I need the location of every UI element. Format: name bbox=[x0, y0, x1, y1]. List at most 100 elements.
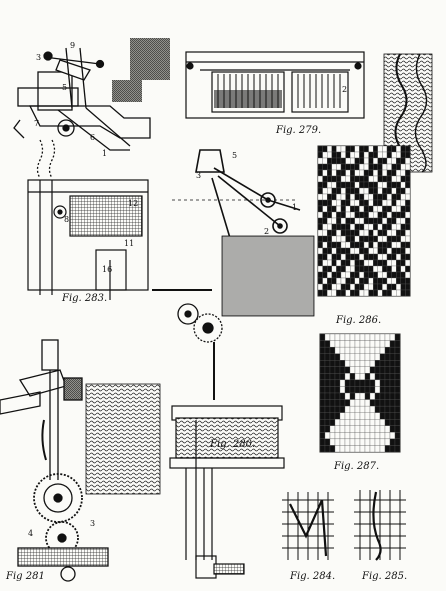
pattern-cell bbox=[364, 432, 371, 440]
cog-assembly-middle bbox=[152, 289, 223, 343]
pattern-cell bbox=[394, 425, 401, 433]
pattern-cell bbox=[349, 392, 356, 400]
pattern-cell bbox=[368, 157, 374, 165]
pattern-cell bbox=[400, 235, 406, 243]
pattern-cell bbox=[354, 223, 360, 231]
pattern-cell bbox=[324, 438, 331, 446]
pattern-cell bbox=[359, 205, 365, 213]
pattern-cell bbox=[389, 432, 396, 440]
pattern-cell bbox=[394, 419, 401, 426]
pattern-cell bbox=[336, 289, 342, 297]
pattern-cell bbox=[329, 346, 336, 354]
pattern-cell bbox=[382, 145, 388, 153]
pattern-cell bbox=[369, 379, 376, 387]
pattern-cell bbox=[350, 193, 355, 201]
pattern-cell bbox=[322, 175, 328, 183]
pattern-cell bbox=[400, 157, 406, 165]
pattern-cell bbox=[368, 235, 374, 243]
pattern-cell bbox=[394, 353, 401, 361]
pattern-cell bbox=[396, 175, 401, 183]
pattern-cell bbox=[374, 399, 381, 407]
pattern-cell bbox=[329, 425, 336, 433]
pattern-cell bbox=[400, 181, 406, 189]
pattern-cell bbox=[379, 445, 386, 453]
pattern-cell bbox=[324, 386, 331, 394]
pattern-cell bbox=[386, 169, 392, 177]
pattern-cell bbox=[379, 373, 386, 381]
pattern-cell bbox=[384, 340, 391, 348]
pattern-cell bbox=[386, 265, 392, 273]
pattern-cell bbox=[369, 353, 376, 361]
pattern-cell bbox=[364, 360, 371, 367]
pattern-cell bbox=[339, 360, 346, 367]
pattern-cell bbox=[334, 445, 341, 453]
pattern-cell bbox=[354, 399, 361, 407]
pattern-cell bbox=[349, 399, 356, 407]
part-number-label: 11 bbox=[124, 239, 135, 248]
pattern-cell bbox=[317, 223, 323, 231]
pattern-cell bbox=[350, 277, 355, 285]
pattern-cell bbox=[369, 445, 376, 453]
pattern-cell bbox=[345, 163, 351, 171]
pattern-cell bbox=[359, 187, 365, 195]
pattern-cell bbox=[344, 432, 351, 440]
pattern-cell bbox=[339, 386, 346, 394]
pattern-cell bbox=[319, 366, 326, 374]
pattern-cell bbox=[354, 169, 360, 177]
pattern-cell bbox=[336, 169, 342, 177]
pattern-cell bbox=[340, 271, 346, 279]
pattern-cell bbox=[354, 373, 361, 381]
pattern-cell bbox=[379, 412, 386, 420]
pattern-cell bbox=[336, 247, 342, 255]
pattern-cell bbox=[336, 151, 342, 159]
pattern-cell bbox=[350, 205, 355, 213]
pattern-cell bbox=[400, 151, 406, 159]
pattern-cell bbox=[386, 157, 392, 165]
pattern-cell bbox=[368, 265, 374, 273]
pattern-cell bbox=[317, 289, 323, 297]
pattern-cell bbox=[377, 175, 383, 183]
pattern-cell bbox=[340, 217, 346, 225]
pattern-cell bbox=[344, 366, 351, 374]
pattern-cell bbox=[322, 283, 328, 291]
pattern-cell bbox=[382, 193, 388, 201]
pattern-cell bbox=[324, 333, 331, 341]
pattern-cell bbox=[377, 187, 383, 195]
pattern-cell bbox=[369, 405, 376, 413]
pattern-cell bbox=[317, 151, 323, 159]
pattern-cell bbox=[394, 379, 401, 387]
pattern-cell bbox=[336, 229, 342, 237]
pattern-cell bbox=[396, 253, 401, 261]
pattern-cell bbox=[400, 277, 406, 285]
pattern-cell bbox=[400, 253, 406, 261]
pattern-cell bbox=[396, 247, 401, 255]
figure-285-weave-diagram bbox=[354, 490, 406, 561]
pattern-cell bbox=[359, 235, 365, 243]
pattern-cell bbox=[373, 271, 378, 279]
pattern-cell bbox=[354, 283, 360, 291]
pattern-cell bbox=[327, 145, 332, 153]
pattern-cell bbox=[354, 187, 360, 195]
pattern-cell bbox=[396, 193, 401, 201]
pattern-cell bbox=[377, 199, 383, 207]
pattern-cell bbox=[339, 379, 346, 387]
pattern-cell bbox=[331, 181, 337, 189]
figure-281-mechanism bbox=[0, 339, 109, 582]
pattern-cell bbox=[382, 163, 388, 171]
figure-285-label: Fig. 285. bbox=[362, 571, 408, 582]
pattern-cell bbox=[373, 175, 378, 183]
pattern-cell bbox=[396, 157, 401, 165]
pattern-cell bbox=[324, 346, 331, 354]
pattern-cell bbox=[334, 392, 341, 400]
pattern-cell bbox=[339, 432, 346, 440]
pattern-cell bbox=[327, 199, 332, 207]
pattern-cell bbox=[382, 151, 388, 159]
pattern-cell bbox=[317, 241, 323, 249]
pattern-cell bbox=[336, 259, 342, 267]
pattern-cell bbox=[405, 181, 411, 189]
pattern-cell bbox=[349, 412, 356, 420]
pattern-cell bbox=[349, 366, 356, 374]
part-number-label: 1 bbox=[292, 203, 298, 212]
pattern-cell bbox=[334, 419, 341, 426]
pattern-cell bbox=[396, 169, 401, 177]
